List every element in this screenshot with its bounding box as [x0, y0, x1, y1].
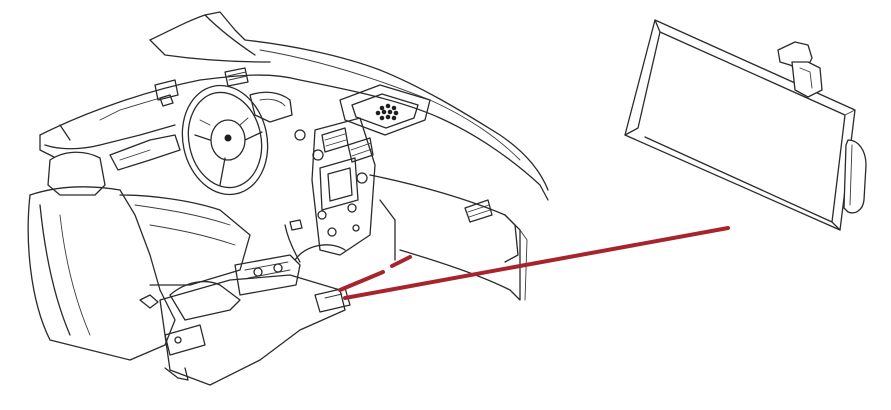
control-module-icon: [624, 19, 867, 231]
steering-wheel: [181, 84, 269, 196]
leader-line: [338, 226, 730, 300]
driver-seat: [27, 151, 251, 361]
center-display-dots: [375, 103, 399, 121]
center-stack: [311, 117, 376, 256]
car-interior-drawing: [27, 11, 549, 386]
center-console: [159, 219, 351, 386]
